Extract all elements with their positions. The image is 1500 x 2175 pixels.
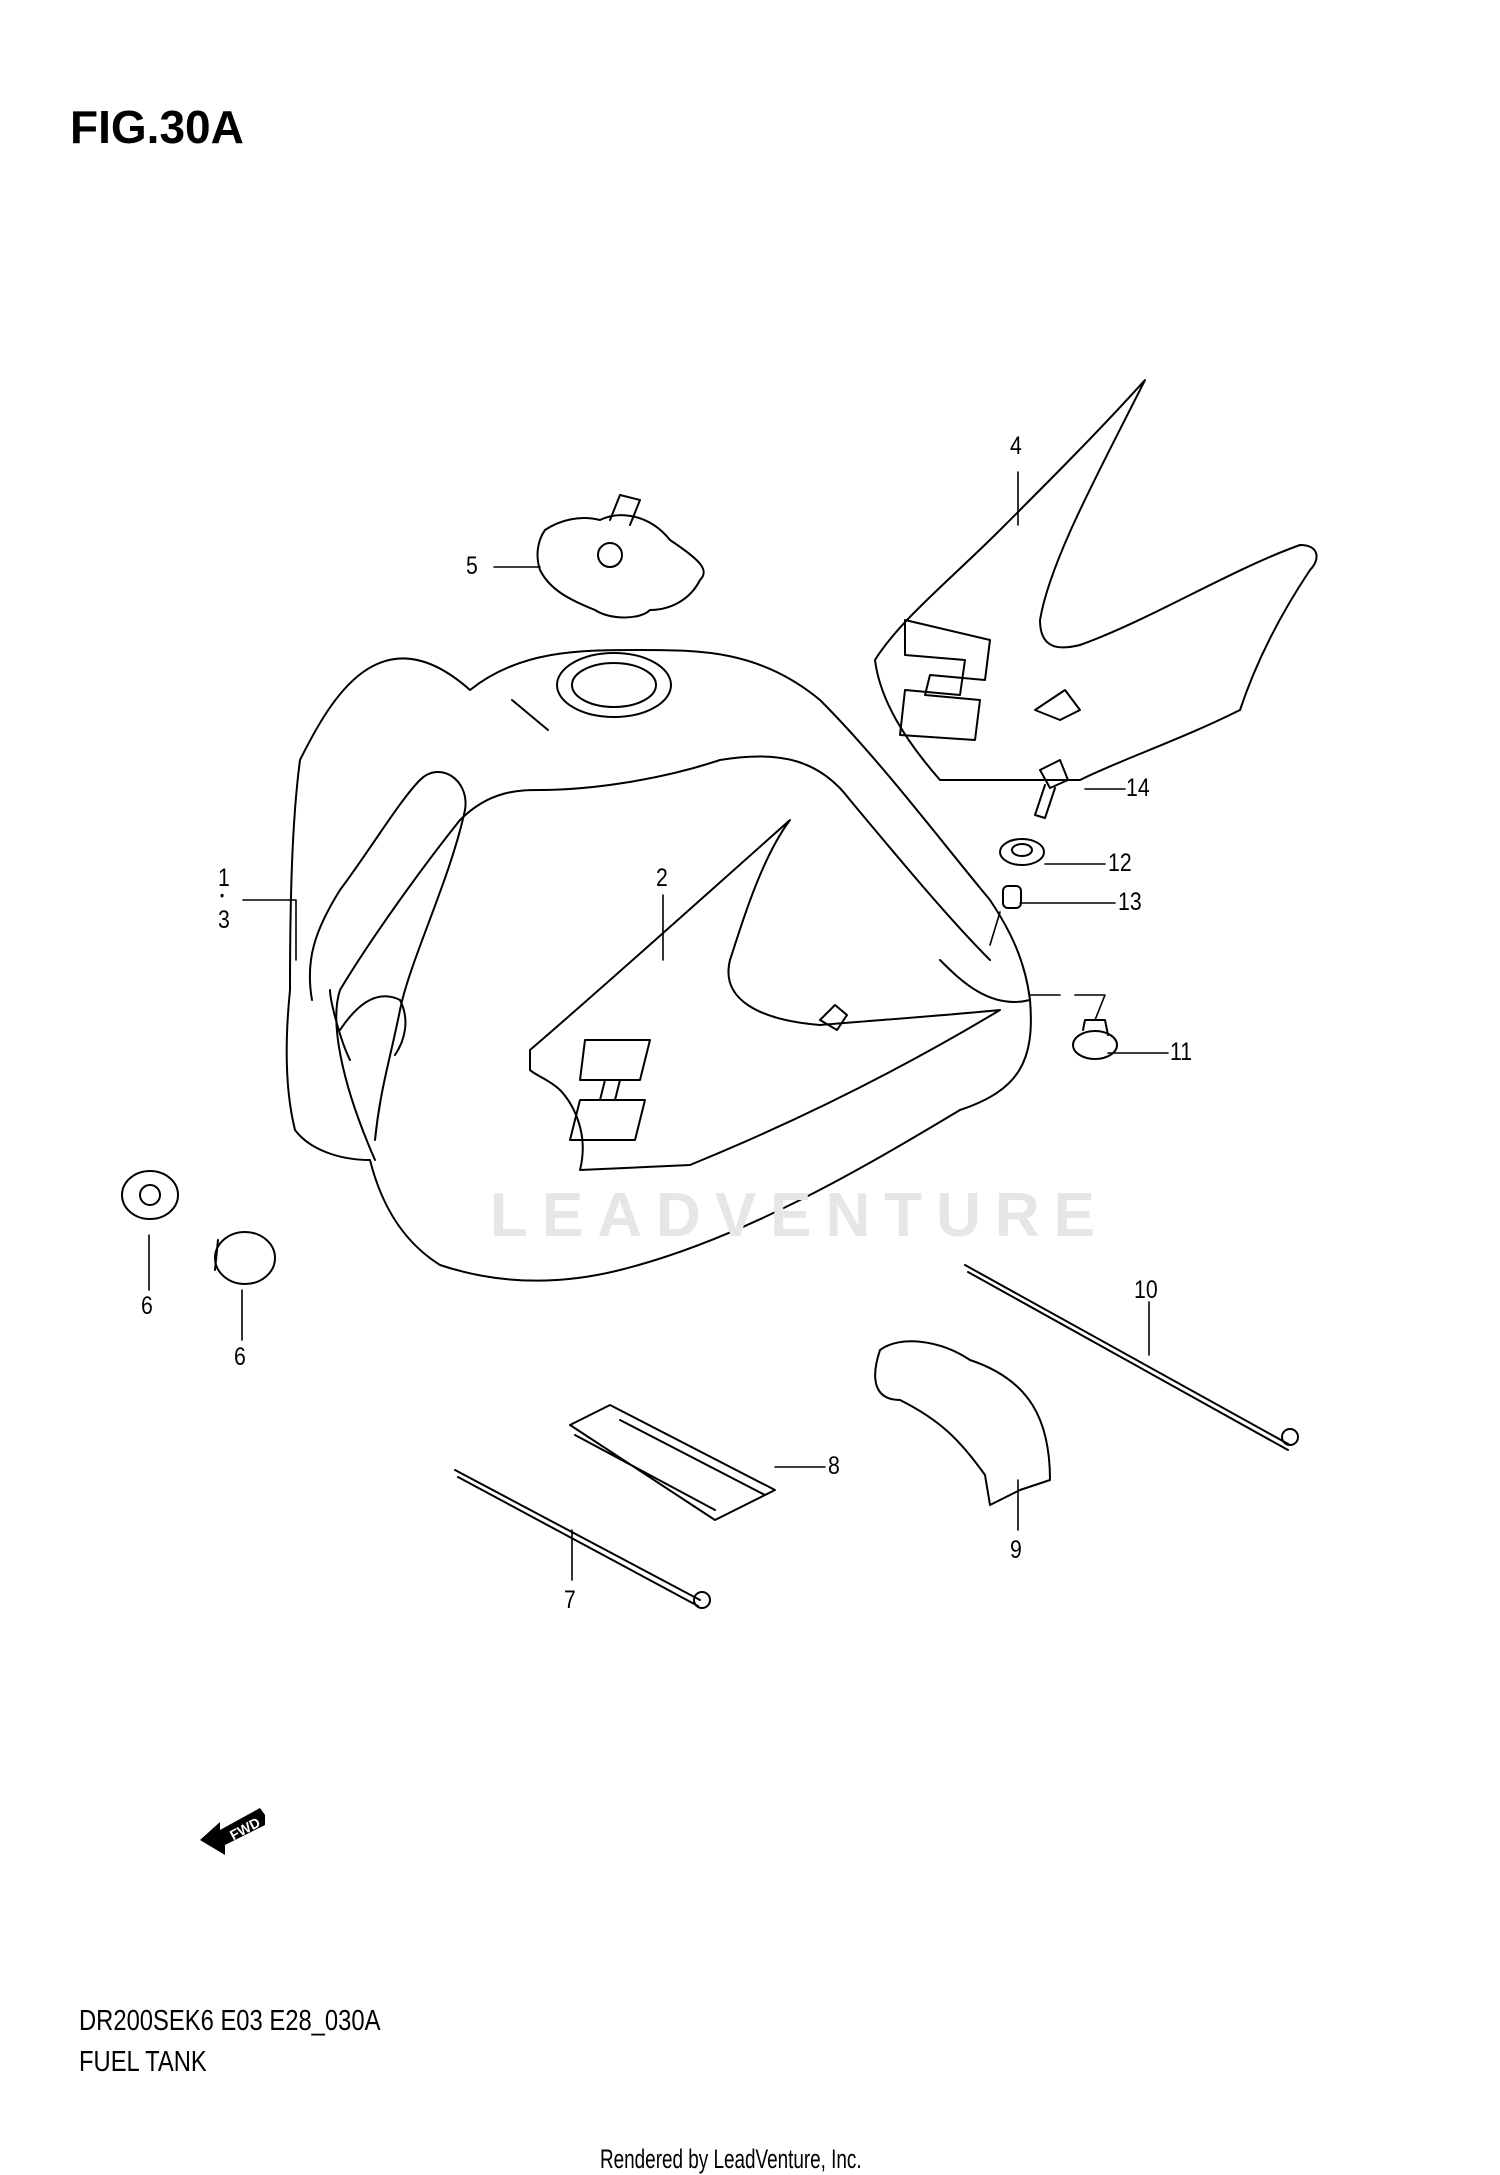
fuel-cap[interactable]	[536, 494, 705, 619]
callout-1[interactable]: 1	[218, 864, 230, 892]
figure-caption: FUEL TANK	[79, 2046, 207, 2078]
callout-14[interactable]: 14	[1126, 774, 1150, 802]
callout-13[interactable]: 13	[1118, 888, 1142, 916]
callout-dot: •	[220, 887, 225, 903]
callout-11[interactable]: 11	[1170, 1038, 1193, 1066]
cable-tie-10[interactable]	[964, 1264, 1299, 1451]
watermark: LEADVENTURE	[490, 1181, 1110, 1250]
figure-title: FIG.30A	[70, 101, 244, 153]
callout-9[interactable]: 9	[1010, 1536, 1022, 1564]
cable-tie-7[interactable]	[454, 1469, 711, 1609]
cushion-12[interactable]	[999, 838, 1045, 866]
fwd-arrow-icon: FWD	[200, 1808, 265, 1855]
emblem-decal-4[interactable]	[874, 379, 1318, 781]
callout-7[interactable]: 7	[564, 1586, 576, 1614]
callout-12[interactable]: 12	[1108, 849, 1132, 877]
callout-6a[interactable]: 6	[141, 1292, 153, 1320]
fuel-tank[interactable]	[285, 649, 1032, 1282]
cushion-8[interactable]	[569, 1404, 776, 1521]
cap-6b[interactable]	[214, 1231, 276, 1285]
figure-code: DR200SEK6 E03 E28_030A	[79, 2005, 381, 2037]
tank-decal-2[interactable]	[529, 819, 1001, 1171]
leader-lines	[148, 471, 1169, 1581]
callout-3[interactable]: 3	[218, 906, 230, 934]
callout-5[interactable]: 5	[466, 552, 478, 580]
callout-6b[interactable]: 6	[234, 1343, 246, 1371]
cap-6a[interactable]	[121, 1170, 179, 1220]
render-credit: Rendered by LeadVenture, Inc.	[600, 2144, 862, 2174]
callout-4[interactable]: 4	[1010, 432, 1022, 460]
callout-10[interactable]: 10	[1134, 1276, 1158, 1304]
cushion-9[interactable]	[874, 1340, 1051, 1506]
callout-2[interactable]: 2	[656, 864, 668, 892]
callout-8[interactable]: 8	[828, 1452, 840, 1480]
bolt-14[interactable]	[1034, 759, 1069, 819]
collar-13[interactable]	[1002, 885, 1022, 909]
